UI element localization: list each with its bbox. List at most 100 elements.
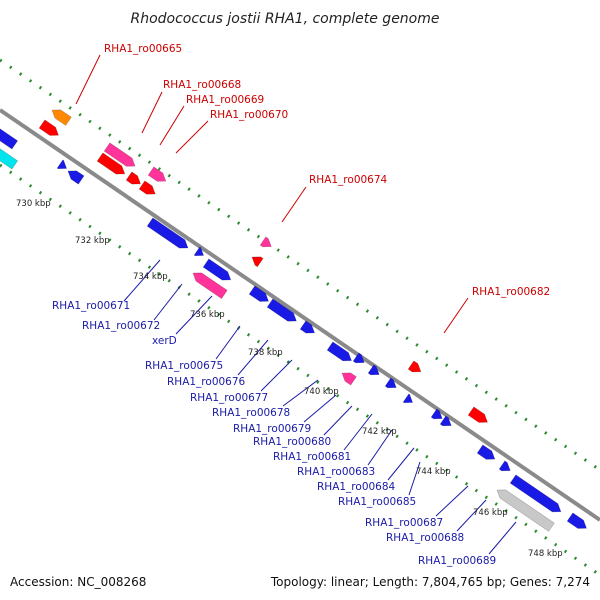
tick-label: 736 kbp xyxy=(190,310,225,320)
bottom-label: RHA1_ro00687 xyxy=(365,517,443,529)
leader-line xyxy=(408,461,421,496)
tick-label: 744 kbp xyxy=(416,467,451,477)
gene-feature xyxy=(96,152,126,175)
gene-feature xyxy=(67,170,85,185)
leader-line xyxy=(153,283,183,321)
gene-feature xyxy=(51,109,72,126)
gene-feature xyxy=(402,393,414,403)
bottom-label: RHA1_ro00685 xyxy=(338,496,416,508)
top-label: RHA1_ro00668 xyxy=(163,79,241,91)
leader-line xyxy=(281,186,307,223)
leader-line xyxy=(159,105,185,146)
gene-feature xyxy=(125,171,141,185)
leader-line xyxy=(435,485,469,517)
accession-text: Accession: NC_008268 xyxy=(10,575,146,589)
gene-feature xyxy=(352,352,365,364)
gene-feature xyxy=(299,320,315,334)
leader-line xyxy=(343,413,373,451)
gene-feature xyxy=(467,406,488,423)
bottom-label: RHA1_ro00676 xyxy=(167,376,246,388)
gene-feature xyxy=(326,341,352,362)
top-label: RHA1_ro00682 xyxy=(472,286,550,298)
gene-feature xyxy=(498,460,511,472)
bottom-label: RHA1_ro00680 xyxy=(253,436,331,448)
top-gene-labels: RHA1_ro00665RHA1_ro00668RHA1_ro00669RHA1… xyxy=(104,43,550,298)
bottom-label: xerD xyxy=(152,335,177,347)
gene-feature xyxy=(509,474,562,513)
gene-feature xyxy=(251,256,264,268)
label-leader-lines xyxy=(75,54,517,555)
map-title: Rhodococcus jostii RHA1, complete genome xyxy=(130,11,439,27)
tick-label: 748 kbp xyxy=(528,549,563,559)
bottom-label: RHA1_ro00671 xyxy=(52,300,130,312)
gene-feature xyxy=(367,364,380,376)
gene-feature xyxy=(430,408,443,420)
leader-line xyxy=(260,359,293,392)
gene-feature xyxy=(202,258,232,281)
bottom-label: RHA1_ro00679 xyxy=(233,423,311,435)
leader-line xyxy=(123,259,161,302)
gene-feature xyxy=(496,489,555,532)
leader-line xyxy=(387,447,415,481)
bottom-label: RHA1_ro00677 xyxy=(190,392,268,404)
leader-line xyxy=(215,325,241,360)
leader-line xyxy=(488,521,517,555)
gene-feature xyxy=(384,377,397,389)
top-label: RHA1_ro00665 xyxy=(104,43,182,55)
gene-feature xyxy=(439,415,452,427)
gene-feature xyxy=(266,298,297,322)
dotted-line-1 xyxy=(0,58,600,472)
gene-feature xyxy=(259,236,272,248)
bottom-label: RHA1_ro00672 xyxy=(82,320,160,332)
top-label: RHA1_ro00670 xyxy=(210,109,288,121)
bottom-label: RHA1_ro00681 xyxy=(273,451,351,463)
leader-line xyxy=(282,379,319,407)
tick-label: 730 kbp xyxy=(16,199,51,209)
gene-feature xyxy=(192,272,228,299)
gene-feature xyxy=(138,180,156,195)
tick-label: 740 kbp xyxy=(304,387,339,397)
genome-backbone xyxy=(0,108,600,522)
leader-line xyxy=(303,394,337,423)
bottom-label: RHA1_ro00689 xyxy=(418,555,496,567)
gene-feature xyxy=(147,166,167,182)
gene-feature xyxy=(0,147,19,170)
tick-label: 742 kbp xyxy=(362,427,397,437)
leader-line xyxy=(323,405,353,436)
gene-feature xyxy=(476,444,496,460)
dotted-guide-lines xyxy=(0,58,600,577)
gene-features xyxy=(0,109,587,532)
leader-line xyxy=(75,54,101,105)
gene-feature xyxy=(146,217,189,249)
tick-label: 732 kbp xyxy=(75,236,110,246)
leader-line xyxy=(443,297,469,334)
top-label: RHA1_ro00669 xyxy=(186,94,264,106)
leader-line xyxy=(456,499,487,532)
bottom-label: RHA1_ro00684 xyxy=(317,481,396,493)
top-label: RHA1_ro00674 xyxy=(309,174,388,186)
gene-feature xyxy=(566,512,587,529)
bottom-label: RHA1_ro00675 xyxy=(145,360,223,372)
tick-label: 746 kbp xyxy=(473,508,508,518)
gene-feature xyxy=(248,285,269,302)
bottom-label: RHA1_ro00683 xyxy=(297,466,375,478)
leader-line xyxy=(141,91,163,134)
gene-feature xyxy=(38,119,59,136)
gene-feature xyxy=(407,360,422,373)
gene-feature xyxy=(0,127,19,150)
dotted-line-2 xyxy=(0,163,600,577)
tick-label: 738 kbp xyxy=(248,348,283,358)
leader-line xyxy=(175,120,209,154)
leader-line xyxy=(237,339,269,376)
gene-feature xyxy=(103,142,136,167)
bottom-label: RHA1_ro00688 xyxy=(386,532,464,544)
leader-line xyxy=(367,429,393,466)
leader-line xyxy=(175,295,213,335)
gene-feature xyxy=(56,159,68,169)
genome-summary-text: Topology: linear; Length: 7,804,765 bp; … xyxy=(270,575,590,589)
gene-feature xyxy=(341,372,357,386)
bottom-label: RHA1_ro00678 xyxy=(212,407,290,419)
